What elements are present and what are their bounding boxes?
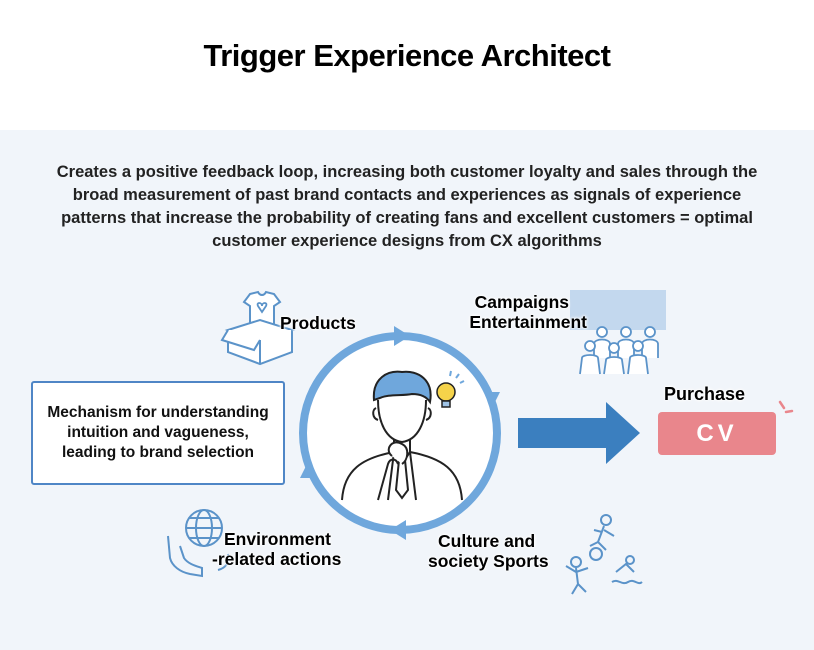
- culture-sports-label: Culture and society Sports: [428, 531, 549, 571]
- shirt-box-icon: [220, 290, 296, 366]
- sparkle-icon: [778, 400, 794, 414]
- audience-screen-icon: [570, 290, 666, 375]
- campaigns-label: Campaigns Entertainment: [469, 292, 587, 332]
- globe-hands-icon: [167, 509, 230, 578]
- cycle-arrow-right: [484, 392, 500, 408]
- page-title: Trigger Experience Architect: [203, 38, 611, 73]
- description-text: Creates a positive feedback loop, increa…: [56, 163, 758, 250]
- cv-badge: CV: [658, 412, 776, 455]
- thinking-person-icon: [341, 370, 463, 501]
- products-label: Products: [280, 313, 356, 333]
- sports-icon: [565, 514, 643, 595]
- purchase-label: Purchase: [664, 384, 746, 404]
- cycle-arrow-bottom: [390, 520, 406, 540]
- cycle-arrow-left: [300, 462, 316, 478]
- lightbulb-icon: [436, 370, 465, 408]
- environment-label: Environment -related actions: [212, 529, 342, 569]
- cycle-arrow-top: [394, 326, 410, 346]
- purchase-arrow: [518, 402, 640, 464]
- mechanism-box: Mechanism for understanding intuition an…: [31, 381, 285, 485]
